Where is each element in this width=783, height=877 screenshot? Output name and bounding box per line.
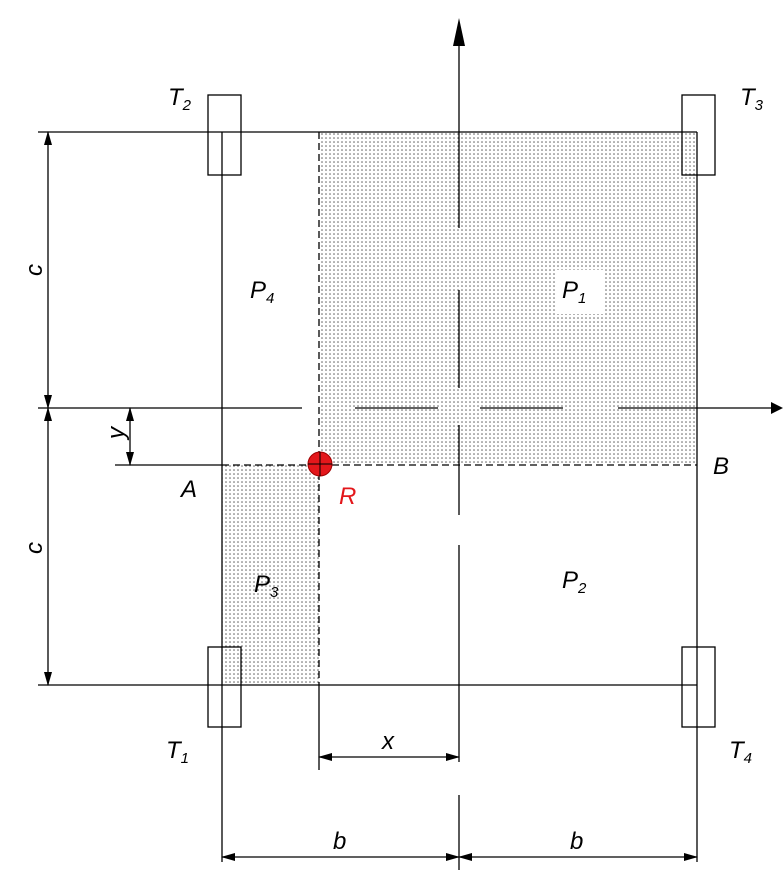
wheel-t2 (207, 94, 242, 176)
x-axis-arrowhead (771, 402, 783, 414)
dashed-division-lines (222, 132, 697, 685)
label-y: y (103, 425, 130, 441)
wheel-t4 (681, 646, 716, 728)
label-b-left: b (333, 828, 346, 855)
label-p2: P2 (562, 567, 587, 597)
label-t4: T4 (729, 737, 752, 767)
region-p3-shaded (222, 465, 319, 685)
label-p3: P3 (254, 571, 279, 601)
label-t1: T1 (166, 737, 189, 767)
label-t3: T3 (740, 84, 764, 114)
y-axis-arrowhead (453, 18, 465, 46)
label-p1: P1 (562, 277, 586, 307)
label-x: x (381, 728, 395, 755)
label-c-top: c (21, 264, 48, 276)
label-t2: T2 (168, 84, 192, 114)
label-p4: P4 (250, 277, 274, 307)
label-c-bottom: c (21, 542, 48, 554)
frame-lines (38, 131, 698, 862)
coordinate-axes (355, 40, 771, 870)
label-b-right: b (570, 828, 583, 855)
label-b-point: B (713, 453, 729, 480)
label-r: R (339, 483, 356, 510)
label-a: A (179, 476, 197, 503)
wheel-t1 (207, 646, 242, 728)
wheel-t3 (681, 94, 716, 176)
region-p1-shaded (319, 132, 697, 465)
